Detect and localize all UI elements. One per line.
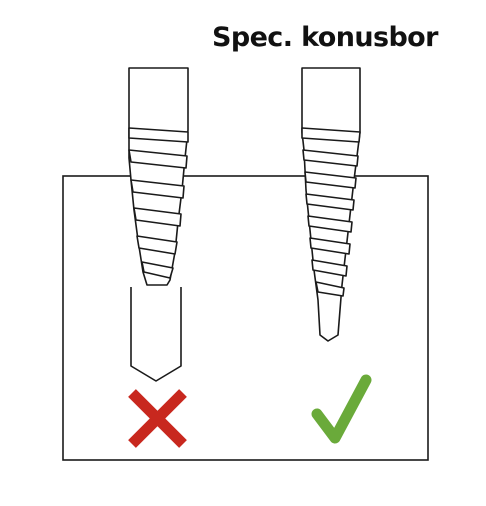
conical-drill-flute: [315, 281, 345, 297]
straight-drill-flute: [133, 207, 182, 227]
straight-drill-flute: [128, 149, 188, 169]
straight-drill: [128, 67, 189, 382]
page-title: Spec. konusbor: [212, 22, 438, 53]
material-block: [62, 175, 429, 461]
check-icon: [311, 374, 372, 444]
straight-drill-flute: [141, 261, 174, 279]
conical-drill-flute: [309, 237, 351, 255]
straight-drill-body: [128, 67, 189, 286]
straight-drill-hole: [130, 287, 182, 382]
conical-drill: [301, 67, 361, 342]
conical-drill-flute: [311, 259, 348, 277]
conical-drill-flute: [301, 127, 361, 143]
conical-drill-flute: [307, 215, 353, 233]
conical-drill-flute: [302, 149, 359, 167]
cross-icon: [128, 389, 187, 448]
straight-drill-flute: [130, 179, 185, 199]
straight-drill-flute: [128, 127, 189, 143]
conical-drill-flute: [304, 171, 357, 189]
conical-drill-flute: [305, 193, 355, 211]
straight-drill-flute: [136, 235, 178, 255]
